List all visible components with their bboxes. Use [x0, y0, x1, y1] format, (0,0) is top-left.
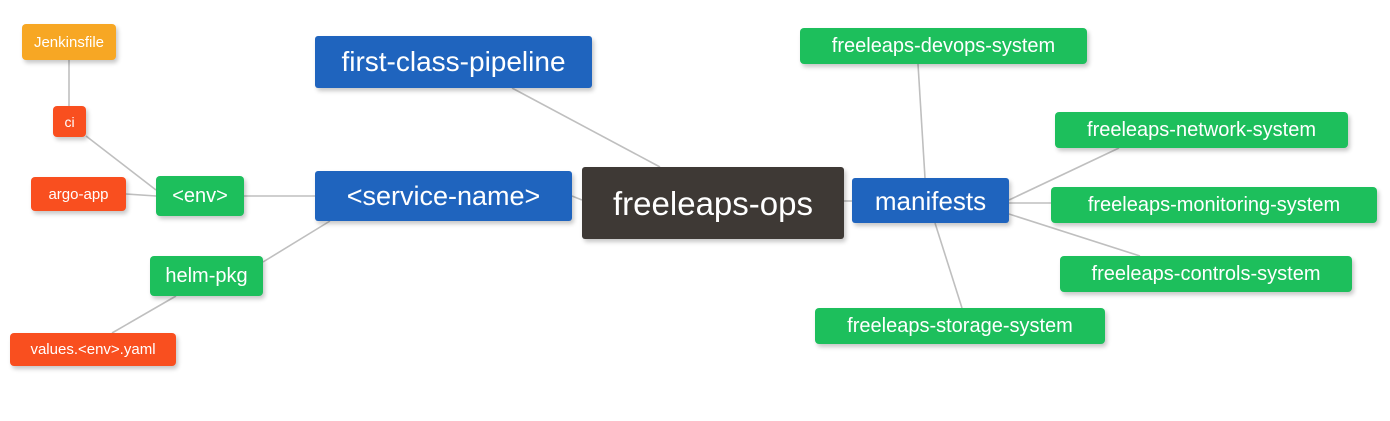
- mindmap-node-freeleaps-devops-system[interactable]: freeleaps-devops-system: [800, 28, 1087, 64]
- mindmap-node-first-class-pipeline[interactable]: first-class-pipeline: [315, 36, 592, 88]
- mindmap-node-values-env-yaml[interactable]: values.<env>.yaml: [10, 333, 176, 366]
- mindmap-node-helm-pkg[interactable]: helm-pkg: [150, 256, 263, 296]
- edge-service-name-to-freeleaps-ops: [571, 195, 583, 201]
- mindmap-node-manifests[interactable]: manifests: [852, 178, 1009, 223]
- edge-service-name-to-helm-pkg: [262, 220, 331, 263]
- edge-helm-pkg-to-values-env-yaml: [111, 295, 177, 334]
- mindmap-node-env[interactable]: <env>: [156, 176, 244, 216]
- mindmap-node-freeleaps-monitoring-system[interactable]: freeleaps-monitoring-system: [1051, 187, 1377, 223]
- mindmap-node-freeleaps-network-system[interactable]: freeleaps-network-system: [1055, 112, 1348, 148]
- mindmap-node-service-name[interactable]: <service-name>: [315, 171, 572, 221]
- mindmap-node-freeleaps-storage-system[interactable]: freeleaps-storage-system: [815, 308, 1105, 344]
- edge-manifests-to-freeleaps-devops-system: [917, 63, 926, 179]
- mindmap-node-freeleaps-ops[interactable]: freeleaps-ops: [582, 167, 844, 239]
- edge-argo-app-to-env: [125, 193, 157, 197]
- mindmap-node-ci[interactable]: ci: [53, 106, 86, 137]
- edge-manifests-to-freeleaps-storage-system: [934, 222, 963, 309]
- mindmap-node-argo-app[interactable]: argo-app: [31, 177, 126, 211]
- mindmap-node-freeleaps-controls-system[interactable]: freeleaps-controls-system: [1060, 256, 1352, 292]
- mindmap-node-jenkinsfile[interactable]: Jenkinsfile: [22, 24, 116, 60]
- edge-first-class-pipeline-to-freeleaps-ops: [511, 87, 661, 168]
